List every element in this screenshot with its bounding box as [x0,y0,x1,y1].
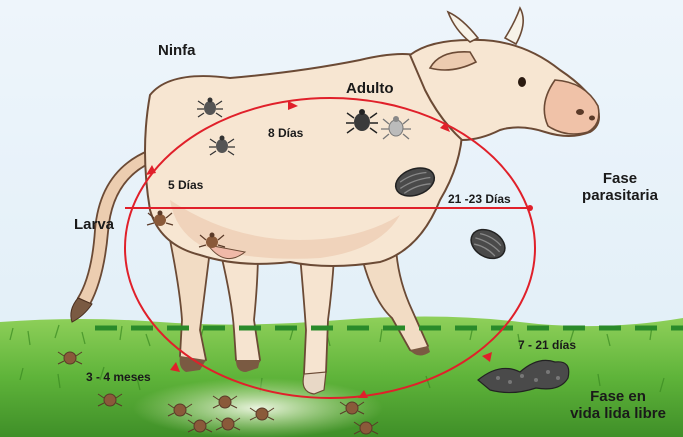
phase-parasitic-line2: parasitaria [560,187,680,204]
stage-label-adult: Adulto [346,80,393,97]
duration-larva-to-nymph: 5 Días [168,178,203,192]
phase-label-parasitic: Fase parasitaria [560,170,680,204]
phase-free-line1: Fase en [556,388,680,405]
phase-free-line2: vida lida libre [556,405,680,422]
duration-nymph-to-adult: 8 Días [268,126,303,140]
duration-parasitic: 21 -23 Días [448,192,511,206]
duration-engorged-drop: 7 - 21 días [518,338,576,352]
stage-label-larva: Larva [74,216,114,233]
stage-label-nymph: Ninfa [158,42,196,59]
phase-label-free-living: Fase en vida lida libre [556,388,680,422]
phase-divider-dot [527,205,533,211]
phase-parasitic-line1: Fase [560,170,680,187]
ground-spot [133,378,383,437]
duration-free-living: 3 - 4 meses [86,370,151,384]
